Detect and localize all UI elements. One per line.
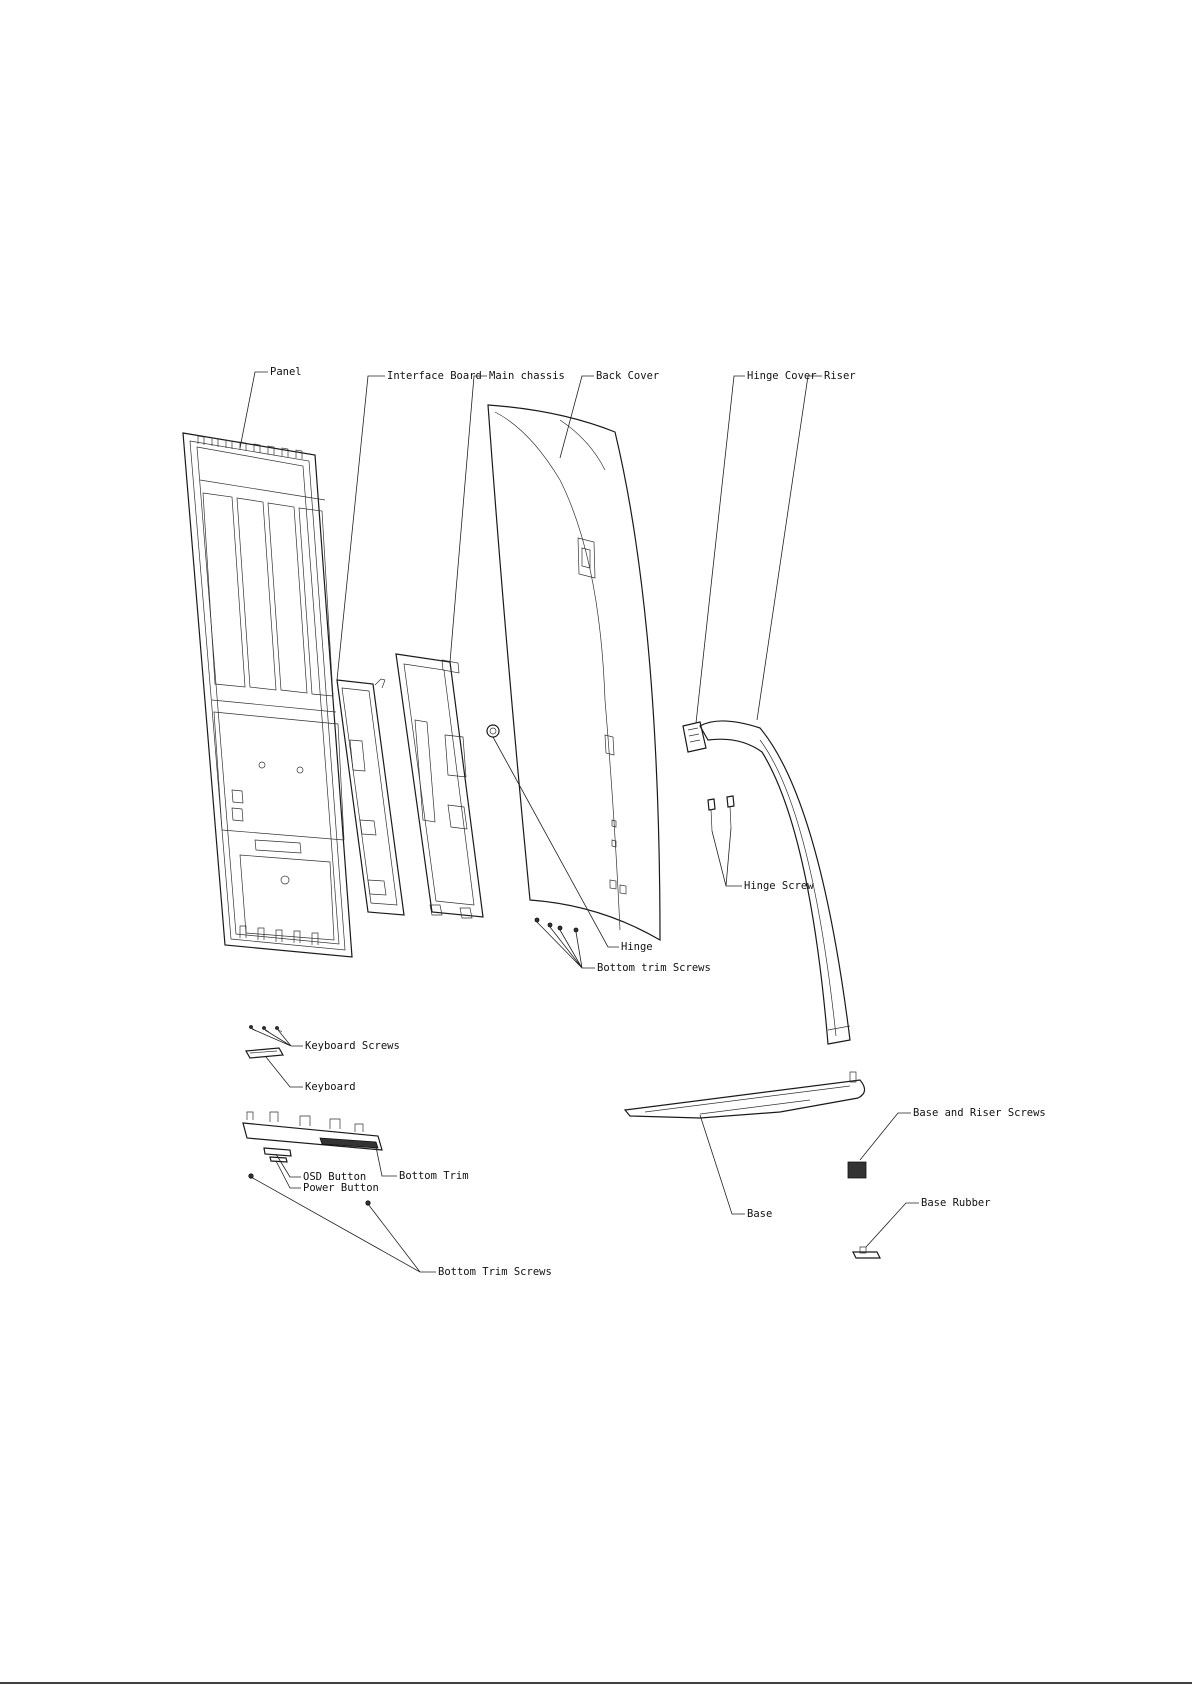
label-base: Base (747, 1208, 772, 1220)
label-main-chassis: Main chassis (489, 370, 565, 382)
label-hinge: Hinge (621, 941, 653, 953)
interface-board-part (337, 679, 404, 915)
label-keyboard: Keyboard (305, 1081, 356, 1093)
label-power-button: Power Button (303, 1182, 379, 1194)
label-base-rubber: Base Rubber (921, 1197, 991, 1209)
bottom-trim-screws-upper-part (535, 918, 578, 932)
back-cover-part (488, 405, 660, 940)
label-riser: Riser (824, 370, 856, 382)
base-and-riser-screws-part (848, 1162, 866, 1178)
label-bottom-trim: Bottom Trim (399, 1170, 469, 1182)
label-interface-board: Interface Board (387, 370, 482, 382)
keyboard-screws-part (250, 1026, 283, 1033)
label-bottom-trim-screws-lower: Bottom Trim Screws (438, 1266, 552, 1278)
hinge-screw-parts (708, 796, 734, 831)
label-bottom-trim-screws-upper: Bottom trim Screws (597, 962, 711, 974)
base-rubber-part (853, 1247, 880, 1258)
base-part (625, 1072, 865, 1118)
label-hinge-screw: Hinge Screw (744, 880, 814, 892)
keyboard-part (246, 1048, 283, 1058)
label-base-and-riser-screws: Base and Riser Screws (913, 1107, 1046, 1119)
bottom-trim-part (243, 1112, 382, 1150)
label-keyboard-screws: Keyboard Screws (305, 1040, 400, 1052)
main-chassis-part (396, 654, 499, 918)
osd-button-part (264, 1148, 291, 1156)
label-panel: Panel (270, 366, 302, 378)
label-back-cover: Back Cover (596, 370, 659, 382)
panel-part (183, 433, 352, 957)
label-hinge-cover: Hinge Cover (747, 370, 817, 382)
hinge-cover-part (683, 722, 706, 752)
